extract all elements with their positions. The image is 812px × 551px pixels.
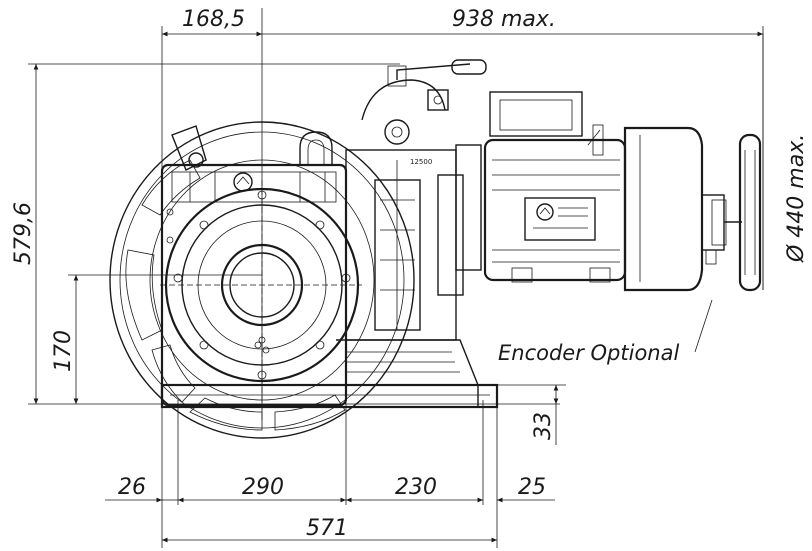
brake-plate-text: 12500 <box>410 158 432 166</box>
dim-25: 25 <box>518 475 546 500</box>
dim-938-max: 938 max. <box>452 7 556 32</box>
encoder-and-handwheel <box>701 133 762 292</box>
dim-168-5: 168,5 <box>182 7 245 32</box>
dim-26: 26 <box>118 475 146 500</box>
dim-290: 290 <box>242 475 284 500</box>
dimension-lines <box>28 8 764 548</box>
centerline <box>160 180 362 410</box>
dim-571: 571 <box>306 516 348 541</box>
base-frame <box>160 339 499 409</box>
dim-579-6: 579,6 <box>11 202 36 265</box>
dim-33: 33 <box>531 412 556 440</box>
brake-assembly: 12500 <box>345 59 487 341</box>
dim-230: 230 <box>395 475 437 500</box>
electric-motor <box>483 91 704 292</box>
dim-diameter-440: Ø 440 max. <box>784 134 809 263</box>
encoder-label: Encoder Optional <box>498 341 679 365</box>
dim-170: 170 <box>51 330 76 372</box>
